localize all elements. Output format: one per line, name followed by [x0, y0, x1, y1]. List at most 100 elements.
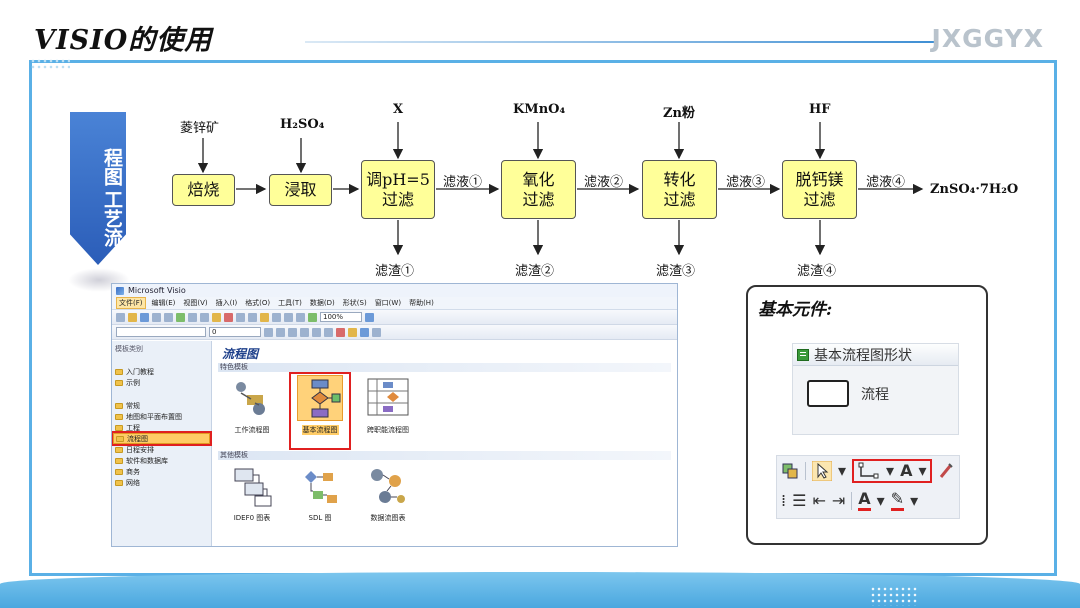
- fill-icon[interactable]: [308, 312, 317, 322]
- menu-format[interactable]: 格式(O): [245, 299, 271, 307]
- category-label: 工程: [126, 423, 140, 432]
- help-icon[interactable]: [365, 312, 374, 322]
- menu-help[interactable]: 帮助(H): [409, 299, 434, 307]
- bold-icon[interactable]: [264, 327, 273, 337]
- filtrate-label: 滤液②: [584, 175, 624, 190]
- shapes-icon[interactable]: [781, 462, 799, 480]
- template-label: 跨职能流程图: [367, 426, 409, 434]
- category-item[interactable]: 网络: [115, 477, 208, 488]
- font-color-icon[interactable]: A: [858, 491, 871, 511]
- fill-color-icon[interactable]: [360, 327, 369, 337]
- decrease-indent-icon[interactable]: ⇤: [812, 491, 826, 510]
- category-item[interactable]: 工程: [115, 422, 208, 433]
- template-thumbnail[interactable]: 数据流图表: [360, 463, 416, 539]
- category-item[interactable]: 商务: [115, 466, 208, 477]
- flow-step-box: 转化 过滤: [642, 160, 717, 219]
- toolbar-separator: [851, 492, 853, 510]
- chevron-down-icon[interactable]: ▾: [838, 461, 847, 480]
- menu-window[interactable]: 窗口(W): [374, 299, 402, 307]
- chevron-down-icon[interactable]: ▾: [918, 461, 927, 480]
- chevron-down-icon[interactable]: ▾: [876, 491, 885, 510]
- redo-icon[interactable]: [248, 312, 257, 322]
- new-icon[interactable]: [116, 312, 125, 322]
- basic-flowchart-stencil: 基本流程图形状 流程: [792, 343, 959, 435]
- flow-input-label: KMnO₄: [513, 102, 566, 117]
- residue-label: 滤渣①: [375, 264, 415, 279]
- format-toolbar: 0: [112, 325, 677, 340]
- featured-section-header: 特色模板: [218, 363, 671, 372]
- menu-shapes[interactable]: 形状(S): [342, 299, 367, 307]
- visio-window-title: Microsoft Visio: [128, 286, 186, 295]
- category-item[interactable]: 日程安排: [115, 444, 208, 455]
- align-left-icon[interactable]: [300, 327, 309, 337]
- zoom-select[interactable]: 100%: [320, 312, 362, 322]
- open-icon[interactable]: [128, 312, 137, 322]
- chevron-down-icon[interactable]: ▾: [886, 461, 895, 480]
- print-icon[interactable]: [152, 312, 161, 322]
- template-thumbnail[interactable]: SDL 图: [292, 463, 348, 539]
- italic-icon[interactable]: [276, 327, 285, 337]
- menu-view[interactable]: 视图(V): [183, 299, 208, 307]
- category-item[interactable]: 地图和平面布置图: [115, 411, 208, 422]
- template-thumbnail[interactable]: 跨职能流程图: [360, 375, 416, 451]
- menu-insert[interactable]: 插入(I): [215, 299, 238, 307]
- flow-step-box: 浸取: [269, 174, 332, 206]
- category-item[interactable]: 示例: [115, 377, 208, 388]
- category-label: 流程图: [127, 434, 148, 443]
- connector-tool-icon[interactable]: [858, 462, 880, 480]
- shapes-icon[interactable]: [260, 312, 269, 322]
- other-templates: IDEF0 图表 SDL 图 数据流图表: [218, 463, 671, 539]
- align-icon[interactable]: ⁞: [781, 491, 787, 510]
- copy-icon[interactable]: [200, 312, 209, 322]
- delete-icon[interactable]: [224, 312, 233, 322]
- menu-data[interactable]: 数据(D): [309, 299, 335, 307]
- text-icon[interactable]: [296, 312, 305, 322]
- side-ribbon-line: 工艺流: [101, 190, 123, 247]
- template-thumbnail[interactable]: 工作流程图: [224, 375, 280, 451]
- cut-icon[interactable]: [188, 312, 197, 322]
- side-ribbon-line: 程图: [101, 148, 123, 186]
- menu-tools[interactable]: 工具(T): [278, 299, 302, 307]
- line-color-icon[interactable]: ✎: [890, 491, 905, 511]
- template-label: 工作流程图: [234, 426, 270, 434]
- standard-toolbar: 100%: [112, 310, 677, 325]
- align-center-icon[interactable]: [312, 327, 321, 337]
- pointer-tool-icon[interactable]: [812, 461, 832, 481]
- category-item[interactable]: 软件和数据库: [115, 455, 208, 466]
- spellcheck-icon[interactable]: [176, 312, 185, 322]
- paste-icon[interactable]: [212, 312, 221, 322]
- menu-edit[interactable]: 编辑(E): [151, 299, 176, 307]
- highlighted-tools: ▾ A ▾: [852, 459, 933, 483]
- save-icon[interactable]: [140, 312, 149, 322]
- category-label: 日程安排: [126, 445, 154, 454]
- line-weight-icon[interactable]: [372, 327, 381, 337]
- folder-icon: [115, 457, 123, 464]
- preview-icon[interactable]: [164, 312, 173, 322]
- template-thumbnail[interactable]: IDEF0 图表: [224, 463, 280, 539]
- category-item[interactable]: 入门教程: [115, 366, 208, 377]
- font-size-select[interactable]: 0: [209, 327, 261, 337]
- stencil-header[interactable]: 基本流程图形状: [793, 344, 958, 366]
- category-item-selected[interactable]: 流程图: [112, 431, 212, 446]
- line-color-icon[interactable]: [348, 327, 357, 337]
- increase-indent-icon[interactable]: ⇥: [831, 491, 846, 510]
- process-shape-master[interactable]: 流程: [793, 366, 958, 407]
- menu-file[interactable]: 文件(F): [116, 297, 146, 309]
- template-thumbnail-selected[interactable]: 基本流程图: [289, 372, 351, 450]
- category-item[interactable]: 常规: [115, 400, 208, 411]
- format-painter-icon[interactable]: [938, 462, 954, 480]
- pointer-icon[interactable]: [272, 312, 281, 322]
- connector-icon[interactable]: [284, 312, 293, 322]
- font-select[interactable]: [116, 327, 206, 337]
- visio-app-icon: [116, 286, 124, 295]
- font-color-icon[interactable]: [336, 327, 345, 337]
- bullet-list-icon[interactable]: ☰: [792, 491, 807, 510]
- content-title: 流程图: [222, 347, 259, 361]
- basic-elements-panel: 基本元件: 基本流程图形状 流程 ▾ ▾ A ▾ ⁞ ☰ ⇤: [746, 285, 988, 545]
- text-tool-icon[interactable]: A: [900, 461, 913, 480]
- undo-icon[interactable]: [236, 312, 245, 322]
- align-right-icon[interactable]: [324, 327, 333, 337]
- folder-icon: [115, 424, 123, 431]
- chevron-down-icon[interactable]: ▾: [910, 491, 919, 510]
- underline-icon[interactable]: [288, 327, 297, 337]
